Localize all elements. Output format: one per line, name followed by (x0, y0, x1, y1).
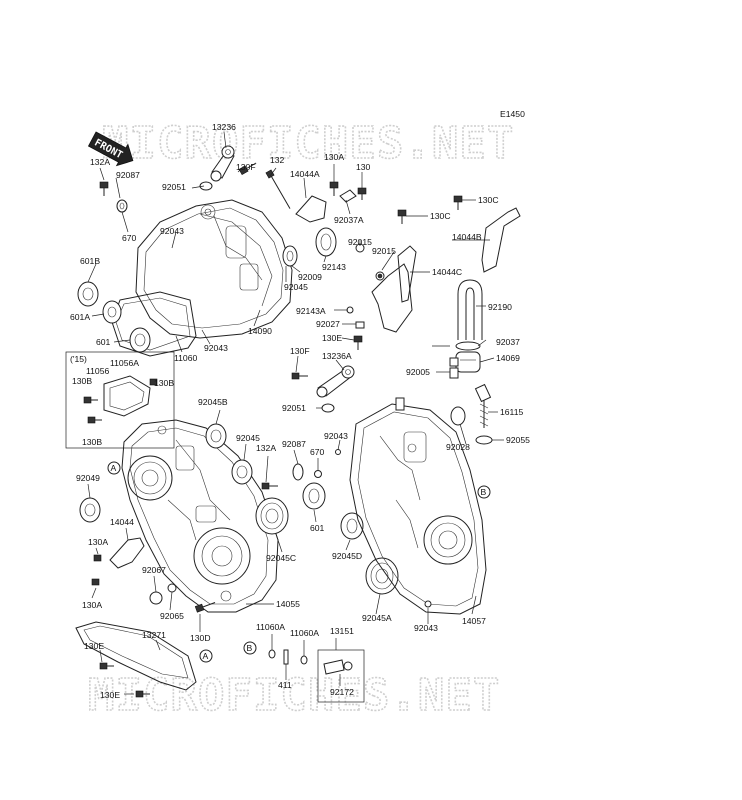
label-92043-3: 92043 (324, 431, 348, 441)
label-130f: 130F (236, 162, 256, 172)
label-92067: 92067 (142, 565, 166, 575)
ref-b-1: B (481, 487, 487, 497)
label-132a: 132A (90, 157, 110, 167)
label-130b-1: 130B (72, 376, 92, 386)
label-601-1: 601 (96, 337, 111, 347)
label-11060: 11060 (174, 353, 197, 363)
label-92043-1: 92043 (160, 226, 184, 236)
label-130d: 130D (190, 633, 211, 643)
label-11060a-2: 11060A (290, 628, 319, 638)
label-14069: 14069 (496, 353, 520, 363)
label-92037: 92037 (496, 337, 520, 347)
watermark-bottom: MICROFICHES.NET (88, 670, 500, 721)
label-92051-2: 92051 (282, 403, 306, 413)
label-13236a: 13236A (322, 351, 352, 361)
label-92065: 92065 (160, 611, 184, 621)
label-92172: 92172 (330, 687, 354, 697)
label-92028: 92028 (446, 442, 470, 452)
label-14044c: 14044C (432, 267, 462, 277)
breather-hose-assembly (449, 279, 493, 445)
label-14057: 14057 (462, 616, 486, 626)
label-92045-2: 92045 (236, 433, 260, 443)
brackets-upper (295, 189, 521, 350)
label-92049: 92049 (76, 473, 100, 483)
label-130b-2: 130B (154, 378, 174, 388)
label-670-2: 670 (310, 447, 325, 457)
label-13236: 13236 (212, 122, 236, 132)
label-92143a: 92143A (296, 306, 326, 316)
label-132: 132 (270, 155, 285, 165)
part-labels: 13236 132A 92087 670 92051 130F 132 1404… (70, 122, 530, 700)
ref-a-1: A (111, 463, 117, 473)
label-130c-1: 130C (430, 211, 451, 221)
bottom-small-parts (268, 649, 365, 703)
label-14044: 14044 (110, 517, 134, 527)
label-670: 670 (122, 233, 137, 243)
label-92051: 92051 (162, 182, 186, 192)
label-92005: 92005 (406, 367, 430, 377)
bearings-middle-left (79, 423, 399, 605)
label-411: 411 (278, 680, 292, 690)
label-16115: 16115 (500, 407, 523, 417)
label-130: 130 (356, 162, 371, 172)
label-130f-2: 130F (290, 346, 310, 356)
label-601-2: 601 (310, 523, 325, 533)
label-13151: 13151 (330, 626, 354, 636)
label-92143: 92143 (322, 262, 346, 272)
label-92043-4: 92043 (414, 623, 438, 633)
left-cover-assembly (111, 199, 293, 357)
label-130c-2: 130C (478, 195, 499, 205)
label-130a-3: 130A (82, 600, 102, 610)
diagram-id: E1450 (500, 109, 525, 119)
bolts-upper (99, 162, 463, 224)
right-crankcase-14057 (349, 397, 487, 615)
ref-markers: A B B A (107, 461, 491, 663)
label-92009: 92009 (298, 272, 322, 282)
label-14044b: 14044B (452, 232, 482, 242)
group-label: ('15) (70, 354, 87, 364)
label-130e-1: 130E (322, 333, 342, 343)
label-132a-2: 132A (256, 443, 276, 453)
label-92043-2: 92043 (204, 343, 228, 353)
label-92037a: 92037A (334, 215, 364, 225)
label-11056a: 11056A (110, 358, 139, 368)
label-92015-2: 92015 (372, 246, 396, 256)
ref-b-2: B (247, 643, 253, 653)
label-92045a: 92045A (362, 613, 392, 623)
label-14055: 14055 (276, 599, 300, 609)
label-92045b: 92045B (198, 397, 228, 407)
label-601b: 601B (80, 256, 100, 266)
plate-13271 (75, 621, 197, 698)
label-92055: 92055 (506, 435, 530, 445)
label-130e-3: 130E (100, 690, 120, 700)
label-130a: 130A (324, 152, 344, 162)
label-92045d: 92045D (332, 551, 362, 561)
label-92087-2: 92087 (282, 439, 306, 449)
label-92190: 92190 (488, 302, 512, 312)
shift-lever-13236 (210, 145, 235, 182)
bolt-130d (194, 602, 216, 613)
label-11060a-1: 11060A (256, 622, 285, 632)
label-92045-1: 92045 (284, 282, 308, 292)
label-601a: 601A (70, 312, 90, 322)
watermark-top: MICROFICHES.NET (102, 118, 514, 169)
label-92027: 92027 (316, 319, 340, 329)
group-box-15: ('15) (65, 351, 175, 449)
label-13271: 13271 (142, 630, 166, 640)
label-130b-3: 130B (82, 437, 102, 447)
label-92045c: 92045C (266, 553, 296, 563)
leader-lines (87, 131, 504, 695)
label-11056: 11056 (86, 366, 109, 376)
label-14090: 14090 (248, 326, 272, 336)
ref-a-2: A (203, 651, 209, 661)
label-92087: 92087 (116, 170, 140, 180)
left-crankcase-14055 (121, 419, 279, 613)
label-92015-1: 92015 (348, 237, 372, 247)
shift-lever-13236a (291, 365, 355, 413)
label-130a-2: 130A (88, 537, 108, 547)
label-14044a: 14044A (290, 169, 320, 179)
label-130e-2: 130E (84, 641, 104, 651)
